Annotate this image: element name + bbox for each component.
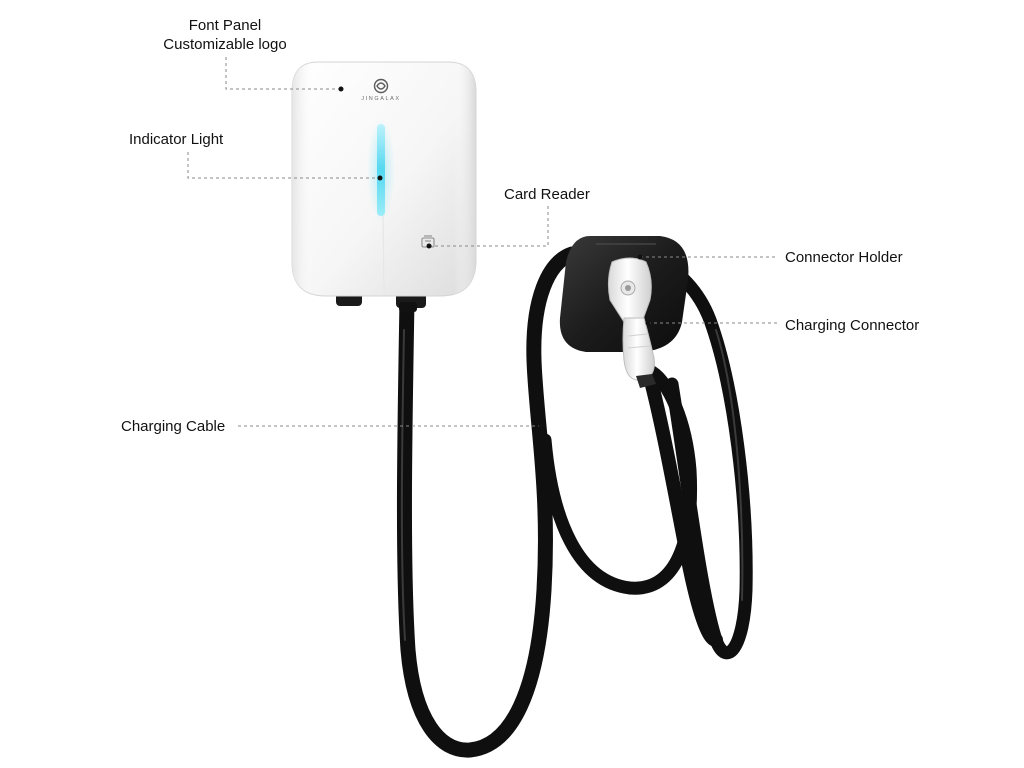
leader-indicator-light xyxy=(187,152,378,179)
label-front-panel-line2: Customizable logo xyxy=(163,36,287,53)
cable-segment-main xyxy=(396,246,580,758)
cable-highlight xyxy=(400,329,406,641)
label-connector-holder: Connector Holder xyxy=(785,249,903,266)
front-panel xyxy=(291,61,477,312)
spiral-logo-icon xyxy=(373,78,389,94)
anchor-charging-cable xyxy=(538,423,544,429)
leader-card-reader xyxy=(430,206,549,247)
brand-wordmark: JINGALAX xyxy=(361,96,401,102)
leader-front-panel xyxy=(225,57,340,90)
anchor-connector-holder xyxy=(637,254,643,260)
label-indicator-light: Indicator Light xyxy=(129,131,224,148)
anchor-indicator-light xyxy=(377,175,383,181)
anchor-card-reader xyxy=(426,243,432,249)
leader-lines xyxy=(187,57,778,427)
label-card-reader: Card Reader xyxy=(504,186,590,203)
label-front-panel: Font Panel Customizable logo xyxy=(142,16,308,54)
cable-segment-plug-tail xyxy=(641,363,723,647)
label-charging-cable: Charging Cable xyxy=(121,418,226,435)
leader-anchors xyxy=(338,86,651,429)
anchor-charging-connector xyxy=(645,320,651,326)
indicator-light xyxy=(377,124,385,216)
charging-connector xyxy=(607,257,656,388)
cable-highlight-right xyxy=(715,329,744,601)
anchor-front-panel xyxy=(338,86,344,92)
label-charging-connector: Charging Connector xyxy=(785,317,920,334)
label-front-panel-line1: Font Panel xyxy=(188,17,262,34)
cable-segment-inner-loop xyxy=(538,365,698,595)
plug-strain-relief xyxy=(636,374,656,388)
